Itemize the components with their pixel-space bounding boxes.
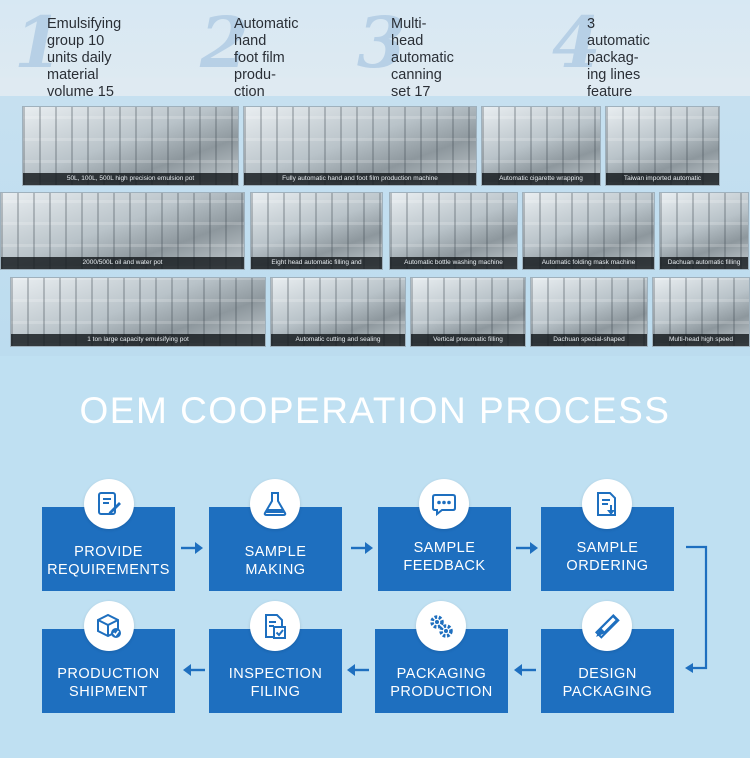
- pencil-ruler-icon: [582, 601, 632, 651]
- equipment-photo: 1 ton large capacity emulsifying pot: [10, 277, 266, 347]
- document-download-icon: [582, 479, 632, 529]
- checklist-icon: [250, 601, 300, 651]
- equipment-photo: Automatic bottle washing machine: [389, 192, 518, 270]
- step-label: PRODUCTION SHIPMENT: [57, 666, 160, 700]
- equipment-photo: Automatic folding mask machine: [522, 192, 655, 270]
- edit-document-icon: [84, 479, 134, 529]
- equipment-photo: Fully automatic hand and foot film produ…: [243, 106, 477, 186]
- equipment-photo: Automatic cigarette wrapping: [481, 106, 601, 186]
- connector-line: [685, 545, 708, 673]
- equipment-gallery: 50L, 100L, 500L high precision emulsion …: [0, 96, 750, 356]
- photo-caption: 50L, 100L, 500L high precision emulsion …: [23, 173, 238, 185]
- photo-caption: Dachuan automatic filling: [660, 257, 748, 269]
- photo-caption: Automatic folding mask machine: [523, 257, 654, 269]
- stats-band: 1 Emulsifying group 10 units daily mater…: [0, 0, 750, 185]
- equipment-photo: Automatic cutting and sealing: [270, 277, 406, 347]
- step-provide-requirements: PROVIDE REQUIREMENTS: [42, 507, 175, 591]
- photo-caption: Automatic bottle washing machine: [390, 257, 517, 269]
- arrow-left-icon: [183, 664, 205, 676]
- equipment-photo: Taiwan imported automatic: [605, 106, 720, 186]
- photo-caption: Vertical pneumatic filling: [411, 334, 525, 346]
- photo-caption: Dachuan special-shaped: [531, 334, 647, 346]
- step-label: DESIGN PACKAGING: [562, 666, 653, 700]
- chat-bubble-icon: [419, 479, 469, 529]
- step-label: SAMPLE ORDERING: [566, 540, 649, 574]
- step-label: PROVIDE REQUIREMENTS: [47, 544, 170, 578]
- equipment-photo: Multi-head high speed: [652, 277, 750, 347]
- equipment-photo: 2000/500L oil and water pot: [0, 192, 245, 270]
- arrow-right-icon: [181, 542, 203, 554]
- arrow-right-icon: [516, 542, 538, 554]
- stat-number: 1: [14, 1, 63, 84]
- arrow-right-icon: [351, 542, 373, 554]
- step-sample-ordering: SAMPLE ORDERING: [541, 507, 674, 591]
- equipment-photo: Eight head automatic filling and: [250, 192, 383, 270]
- equipment-photo: Dachuan automatic filling: [659, 192, 749, 270]
- stat-number: 3: [357, 1, 406, 84]
- equipment-photo: Vertical pneumatic filling: [410, 277, 526, 347]
- stat-number: 2: [200, 1, 249, 84]
- step-label: PACKAGING PRODUCTION: [390, 666, 493, 700]
- photo-caption: Automatic cigarette wrapping: [482, 173, 600, 185]
- photo-caption: Taiwan imported automatic: [606, 173, 719, 185]
- step-label: SAMPLE FEEDBACK: [403, 540, 486, 574]
- oem-title: OEM COOPERATION PROCESS: [79, 390, 671, 431]
- photo-caption: Fully automatic hand and foot film produ…: [244, 173, 476, 185]
- package-check-icon: [84, 601, 134, 651]
- photo-caption: 2000/500L oil and water pot: [1, 257, 244, 269]
- photo-caption: Eight head automatic filling and: [251, 257, 382, 269]
- arrow-left-icon: [514, 664, 536, 676]
- gears-icon: [416, 601, 466, 651]
- step-label: SAMPLE MAKING: [244, 544, 307, 578]
- arrow-left-icon: [347, 664, 369, 676]
- step-label: INSPECTION FILING: [228, 666, 323, 700]
- photo-caption: Automatic cutting and sealing: [271, 334, 405, 346]
- stat-number: 4: [552, 1, 601, 84]
- equipment-photo: 50L, 100L, 500L high precision emulsion …: [22, 106, 239, 186]
- photo-caption: Multi-head high speed: [653, 334, 749, 346]
- photo-caption: 1 ton large capacity emulsifying pot: [11, 334, 265, 346]
- equipment-photo: Dachuan special-shaped: [530, 277, 648, 347]
- flask-icon: [250, 479, 300, 529]
